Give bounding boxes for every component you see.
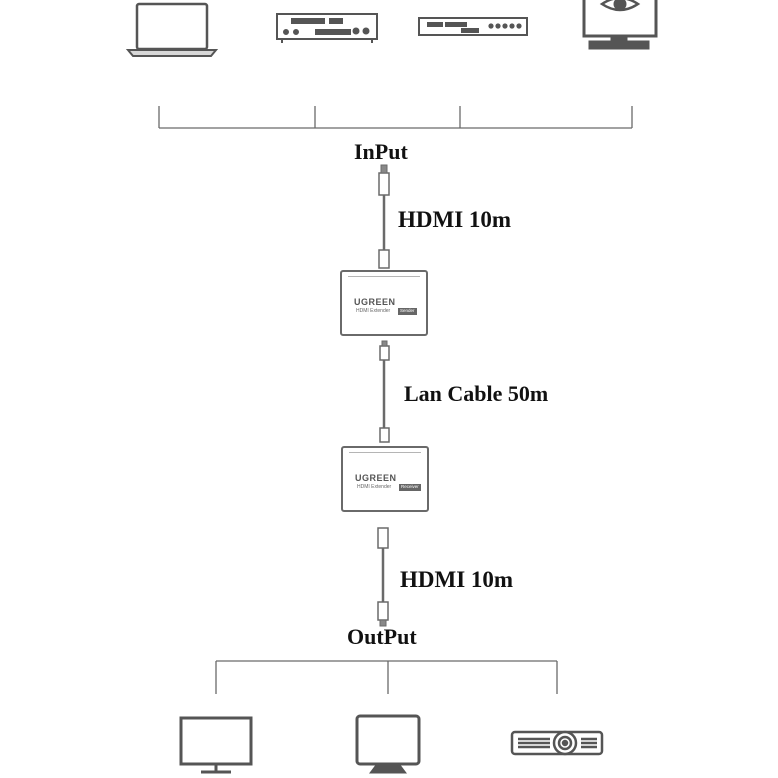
- transmitter-tag: Sender: [398, 308, 417, 315]
- input-bracket: [158, 106, 633, 129]
- hdmi-bottom-label: HDMI 10m: [400, 567, 514, 592]
- set-top-box-icon: [418, 17, 528, 36]
- transmitter-brand: UGREEN: [354, 297, 396, 307]
- laptop-icon: [125, 2, 219, 57]
- transmitter-unit: UGREEN HDMI Extender Sender: [340, 270, 428, 336]
- hdmi-top-label: HDMI 10m: [398, 207, 512, 232]
- hdmi-cable-bottom: [377, 527, 389, 627]
- output-label: OutPut: [347, 624, 417, 649]
- monitor-eye-icon: [582, 0, 658, 50]
- receiver-brand: UGREEN: [355, 473, 397, 483]
- receiver-unit: UGREEN HDMI Extender Receiver: [341, 446, 429, 512]
- hdmi-cable-top: [378, 164, 390, 269]
- input-label: InPut: [354, 139, 408, 164]
- transmitter-top-edge: [348, 276, 420, 277]
- receiver-tag: Receiver: [399, 484, 421, 491]
- receiver-model: HDMI Extender: [357, 484, 392, 490]
- lan-cable: [379, 340, 390, 443]
- projector-icon: [510, 730, 604, 756]
- dvd-player-icon: [276, 13, 378, 43]
- lan-cable-label: Lan Cable 50m: [404, 381, 549, 406]
- monitor-icon: [179, 716, 253, 774]
- transmitter-model: HDMI Extender: [356, 308, 391, 314]
- receiver-top-edge: [349, 452, 421, 453]
- tv-icon: [355, 714, 421, 774]
- output-bracket: [215, 660, 558, 694]
